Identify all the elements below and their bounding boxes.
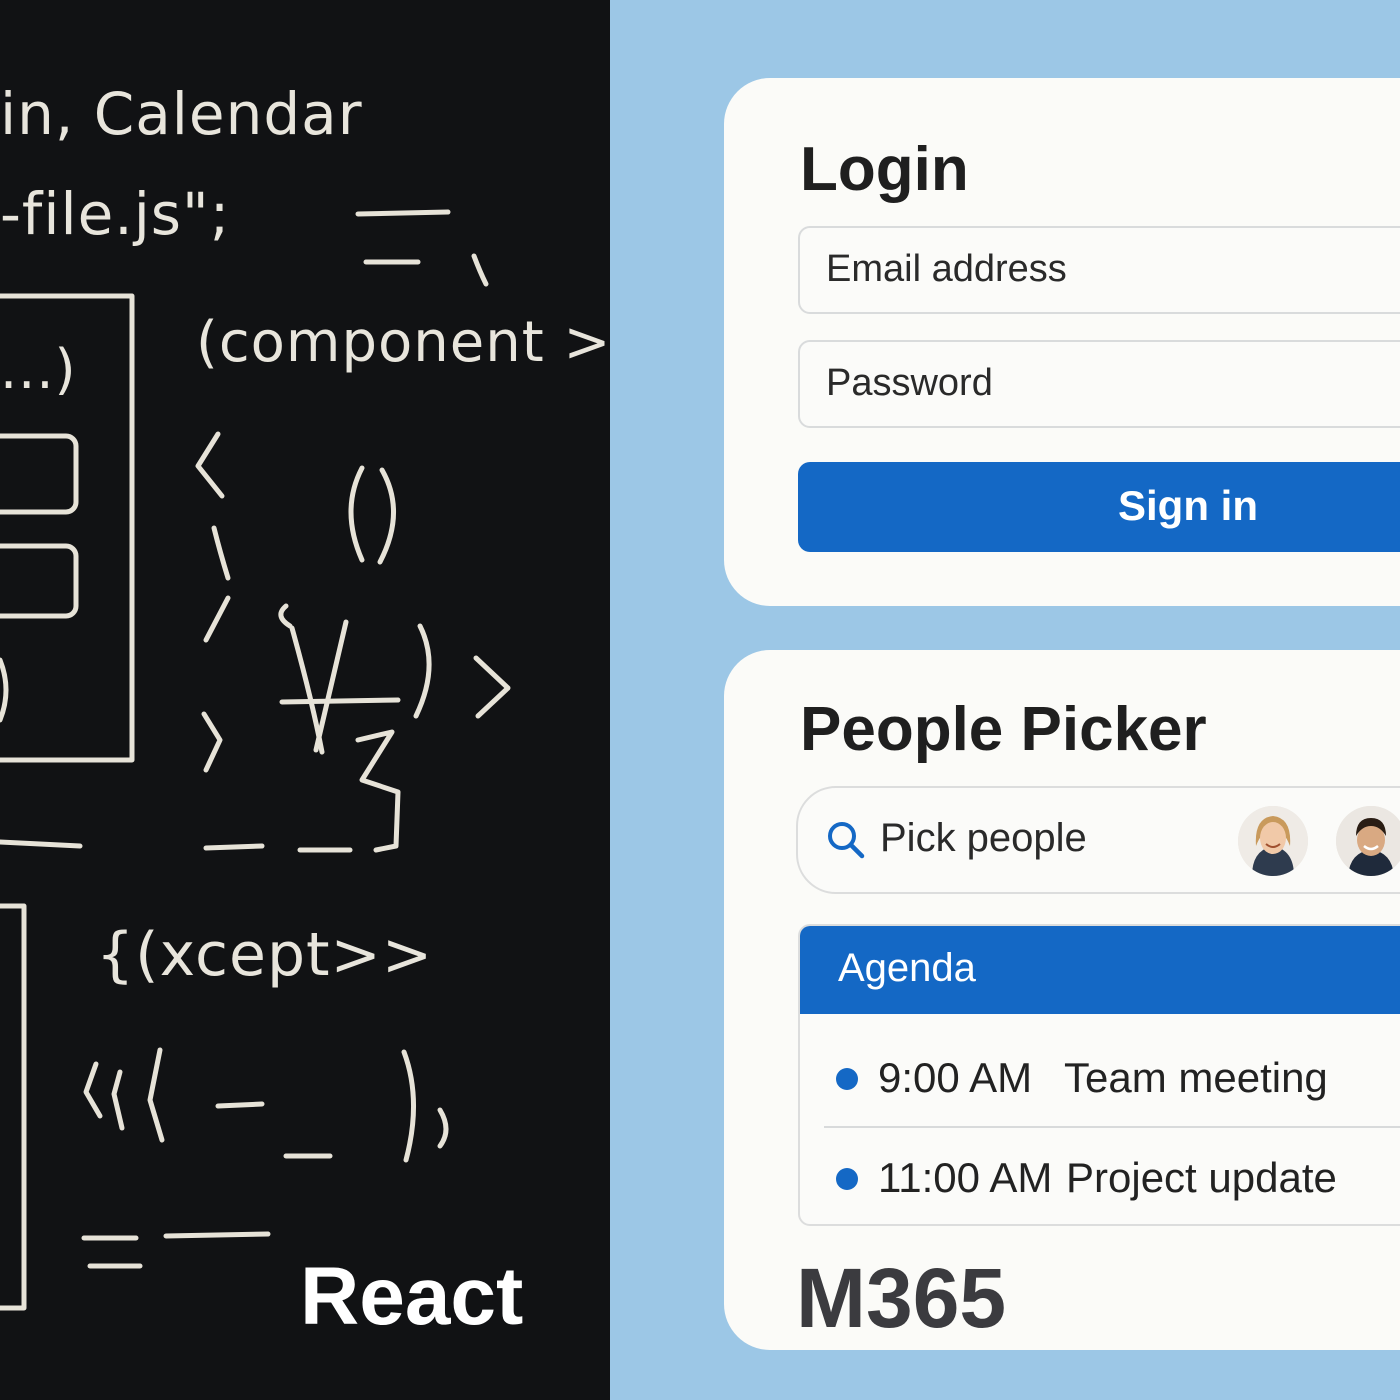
- event-dot-icon: [836, 1068, 858, 1090]
- agenda-time: 9:00 AM: [878, 1054, 1033, 1101]
- code-line-import: in, Calendar: [0, 80, 363, 148]
- agenda-time: 11:00 AM: [878, 1154, 1053, 1201]
- avatar[interactable]: [1336, 806, 1400, 876]
- m365-label: M365: [796, 1251, 1007, 1345]
- sign-in-label: Sign in: [1118, 482, 1258, 529]
- sign-in-button[interactable]: Sign in: [798, 462, 1400, 552]
- m365-panel: Login Email address Password Sign in Peo…: [610, 0, 1400, 1400]
- chalk-drawings: [0, 209, 511, 1311]
- login-title: Login: [800, 135, 969, 204]
- chalk-arc: [0, 657, 9, 723]
- chalk-box-1: [0, 433, 79, 515]
- password-field[interactable]: Password: [798, 340, 1400, 428]
- people-picker-title: People Picker: [800, 695, 1207, 764]
- avatar[interactable]: [1238, 806, 1308, 876]
- agenda-header: Agenda: [800, 926, 1400, 1014]
- agenda-event-title: Project update: [1066, 1154, 1337, 1201]
- event-dot-icon: [836, 1168, 858, 1190]
- agenda-item[interactable]: 11:00 AM Project update: [800, 1132, 1400, 1222]
- agenda-panel: Agenda 9:00 AM Team meeting 11:00 AM Pro…: [798, 924, 1400, 1226]
- agenda-event-title: Team meeting: [1064, 1054, 1328, 1101]
- search-icon: [828, 822, 865, 859]
- code-line-component: (component >: [196, 310, 610, 375]
- login-card: Login Email address Password Sign in: [724, 78, 1400, 606]
- password-placeholder: Password: [826, 362, 993, 404]
- email-placeholder: Email address: [826, 248, 1067, 290]
- email-field[interactable]: Email address: [798, 226, 1400, 314]
- react-label: React: [300, 1251, 524, 1342]
- pick-people-placeholder: Pick people: [880, 816, 1087, 860]
- agenda-divider: [824, 1126, 1400, 1128]
- code-line-file: -file.js";: [0, 180, 231, 248]
- code-line-except: {(xcept>>: [96, 920, 434, 990]
- people-picker-card: People Picker Pick people: [724, 650, 1400, 1350]
- agenda-title: Agenda: [838, 946, 976, 990]
- chalk-box-2: [0, 543, 79, 619]
- person-avatar-icon: [1238, 806, 1308, 876]
- person-avatar-icon: [1336, 806, 1400, 876]
- chalk-frame: [0, 293, 135, 763]
- code-line-ellipsis: ...): [0, 338, 77, 401]
- code-chalkboard: in, Calendar -file.js"; (component > ...…: [0, 0, 610, 1400]
- agenda-item[interactable]: 9:00 AM Team meeting: [800, 1032, 1400, 1122]
- people-picker-input[interactable]: Pick people: [796, 786, 1400, 894]
